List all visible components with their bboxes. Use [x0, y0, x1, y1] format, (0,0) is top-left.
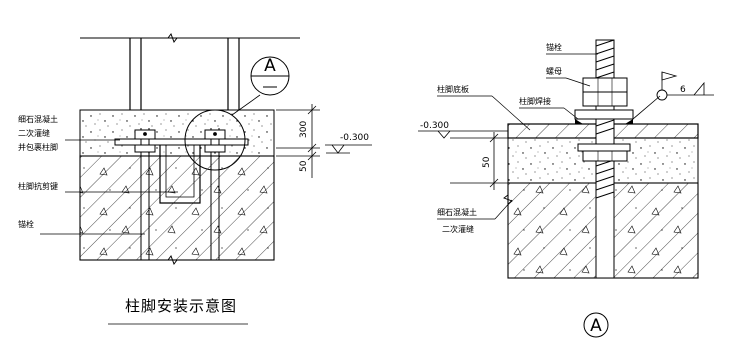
section-letter: A	[590, 316, 602, 336]
anchor-bolts	[134, 128, 226, 260]
right-dimension-value: 50	[482, 156, 492, 168]
label-column-foot-weld: 柱脚焊接	[519, 96, 551, 106]
dimension-top: 300	[299, 121, 309, 138]
drawing-title: 柱脚安装示意图	[125, 297, 237, 315]
callout-a: A	[250, 56, 290, 96]
left-dimensions	[276, 104, 320, 178]
callout-letter: A	[264, 56, 276, 76]
weld-size: 6	[680, 85, 686, 95]
right-anchor-bolt	[574, 39, 634, 279]
label-shear-key: 柱脚抗剪键	[18, 181, 58, 191]
label-secondary-grouting-right: 二次灌缝	[442, 224, 474, 234]
section-label-a: A	[583, 312, 609, 338]
right-detail: 锚栓 螺母 柱脚底板 柱脚焊接 细石混凝土 二次灌缝 -0.300	[418, 39, 714, 338]
right-elevation-marker: -0.300	[418, 121, 508, 139]
right-labels: 锚栓 螺母 柱脚底板 柱脚焊接 细石混凝土 二次灌缝	[437, 42, 598, 234]
label-wrap-column-foot: 并包裹柱脚	[18, 142, 58, 152]
break-line	[167, 254, 178, 266]
label-anchor-bolt-right: 锚栓	[546, 42, 562, 52]
label-fine-concrete: 细石混凝土	[18, 114, 58, 124]
right-elevation: -0.300	[420, 121, 449, 131]
grout-layer	[79, 109, 275, 157]
shear-key	[159, 145, 201, 204]
steel-column	[80, 32, 300, 110]
right-dimension	[450, 132, 508, 190]
label-secondary-grouting: 二次灌缝	[18, 128, 50, 138]
weld-symbol: 6	[632, 71, 714, 120]
label-nut: 螺母	[546, 66, 562, 76]
base-plate	[114, 138, 249, 146]
left-detail: A 细石混凝土 二次灌缝 并包裹柱脚 柱脚抗剪键 锚栓 300 50	[18, 32, 372, 325]
label-fine-concrete-right: 细石混凝土	[437, 207, 477, 217]
left-elevation: -0.300	[340, 133, 369, 143]
label-column-base-plate: 柱脚底板	[437, 84, 469, 94]
label-anchor-bolt: 锚栓	[18, 219, 34, 229]
dimension-bottom: 50	[299, 160, 309, 172]
detail-circle	[184, 109, 246, 171]
left-labels: 细石混凝土 二次灌缝 并包裹柱脚 柱脚抗剪键 锚栓	[18, 114, 178, 235]
left-elevation-marker: -0.300	[325, 133, 372, 154]
